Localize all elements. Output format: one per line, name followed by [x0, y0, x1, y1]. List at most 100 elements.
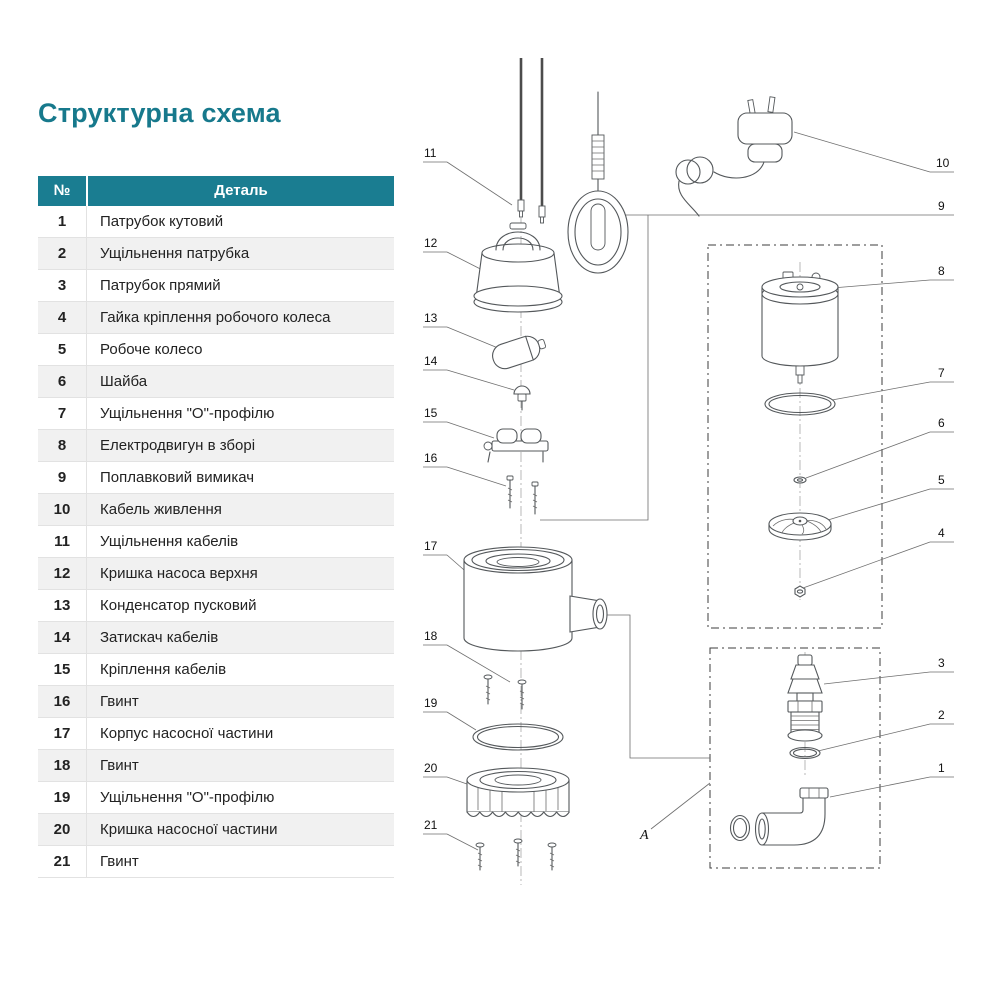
part-impeller	[768, 512, 832, 541]
table-header: № Деталь	[38, 176, 394, 206]
callout-6: 6	[938, 416, 945, 430]
part-number: 14	[38, 622, 87, 653]
callout-2: 2	[938, 708, 945, 722]
part-o-ring-7	[764, 392, 836, 416]
part-screws-21	[475, 838, 557, 871]
page-title: Структурна схема	[38, 98, 281, 128]
part-name: Гвинт	[100, 693, 139, 710]
part-upper-pump-cover	[473, 222, 563, 313]
part-name: Конденсатор пусковий	[100, 597, 257, 614]
callout-3: 3	[938, 656, 945, 670]
callout-10: 10	[936, 156, 950, 170]
table-row: 8 Електродвигун в зборі	[38, 430, 394, 462]
table-row: 18 Гвинт	[38, 750, 394, 782]
callout-19: 19	[424, 696, 438, 710]
part-o-ring-19	[472, 723, 564, 751]
callout-4: 4	[938, 526, 945, 540]
callout-17: 17	[424, 539, 438, 553]
part-name: Кабель живлення	[100, 501, 222, 518]
part-number: 10	[38, 494, 87, 525]
part-name: Поплавковий вимикач	[100, 469, 255, 486]
callout-15: 15	[424, 406, 438, 420]
part-name: Ущільнення патрубка	[100, 245, 250, 262]
part-name: Ущільнення "О"-профілю	[100, 789, 275, 806]
exploded-view-diagram: 11 12 13 14 15 16 17 18 19 20 21 10 9 8 …	[423, 58, 954, 885]
part-name: Кришка насосної частини	[100, 821, 278, 838]
part-number: 5	[38, 334, 87, 365]
parts-table: № Деталь 1 Патрубок кутовий 2 Ущільнення п…	[38, 176, 394, 878]
motor-group-box	[707, 244, 883, 629]
part-lower-pump-cover	[466, 767, 570, 818]
part-number: 18	[38, 750, 87, 781]
part-elbow-connector	[729, 787, 829, 846]
part-name: Ущільнення "О"-профілю	[100, 405, 275, 422]
leader-lines-right	[625, 131, 954, 798]
part-name: Електродвигун в зборі	[100, 437, 256, 454]
table-row: 10 Кабель живлення	[38, 494, 394, 526]
callout-8: 8	[938, 264, 945, 278]
part-number: 20	[38, 814, 87, 845]
part-number: 2	[38, 238, 87, 269]
callout-16: 16	[424, 451, 438, 465]
table-row: 3 Патрубок прямий	[38, 270, 394, 302]
callout-11: 11	[424, 146, 437, 160]
connector-line-float	[540, 215, 649, 521]
part-cable-clamp	[513, 385, 531, 411]
part-number: 21	[38, 846, 87, 877]
part-name: Гвинт	[100, 853, 139, 870]
callout-21: 21	[424, 818, 438, 832]
part-name: Патрубок прямий	[100, 277, 221, 294]
callout-14: 14	[424, 354, 438, 368]
part-number: 17	[38, 718, 87, 749]
table-row: 12 Кришка насоса верхня	[38, 558, 394, 590]
col-header-name: Деталь	[214, 182, 268, 199]
callout-7: 7	[938, 366, 945, 380]
part-name: Патрубок кутовий	[100, 213, 224, 230]
callout-12: 12	[424, 236, 438, 250]
part-name: Кришка насоса верхня	[100, 565, 258, 582]
part-name: Кріплення кабелів	[100, 661, 227, 678]
leader-lines-left	[423, 161, 515, 851]
col-header-num: №	[38, 176, 88, 206]
part-o-ring-2	[789, 746, 821, 760]
part-number: 12	[38, 558, 87, 589]
part-number: 3	[38, 270, 87, 301]
part-washer	[793, 476, 807, 484]
table-row: 19 Ущільнення "О"-профілю	[38, 782, 394, 814]
callout-13: 13	[424, 311, 438, 325]
callout-18: 18	[424, 629, 438, 643]
callout-9: 9	[938, 199, 945, 213]
connector-line-outlet	[602, 614, 710, 759]
part-motor-assembly	[761, 271, 839, 384]
part-pump-housing	[463, 546, 608, 652]
part-name: Шайба	[100, 373, 148, 390]
callout-20: 20	[424, 761, 438, 775]
part-number: 16	[38, 686, 87, 717]
table-row: 7 Ущільнення "О"-профілю	[38, 398, 394, 430]
part-cable-seals	[517, 58, 546, 224]
part-cable-mount	[483, 428, 549, 463]
part-screws-18	[483, 674, 527, 710]
part-power-plug	[675, 96, 793, 217]
part-number: 1	[38, 206, 87, 237]
callout-1: 1	[938, 761, 945, 775]
callout-5: 5	[938, 473, 945, 487]
part-number: 4	[38, 302, 87, 333]
part-number: 7	[38, 398, 87, 429]
table-row: 20 Кришка насосної частини	[38, 814, 394, 846]
part-number: 19	[38, 782, 87, 813]
part-float-switch	[567, 91, 629, 274]
part-impeller-nut	[794, 585, 806, 598]
part-name: Гвинт	[100, 757, 139, 774]
section-label-a: A	[639, 828, 649, 843]
part-number: 8	[38, 430, 87, 461]
part-number: 15	[38, 654, 87, 685]
table-row: 2 Ущільнення патрубка	[38, 238, 394, 270]
part-number: 11	[38, 526, 87, 557]
